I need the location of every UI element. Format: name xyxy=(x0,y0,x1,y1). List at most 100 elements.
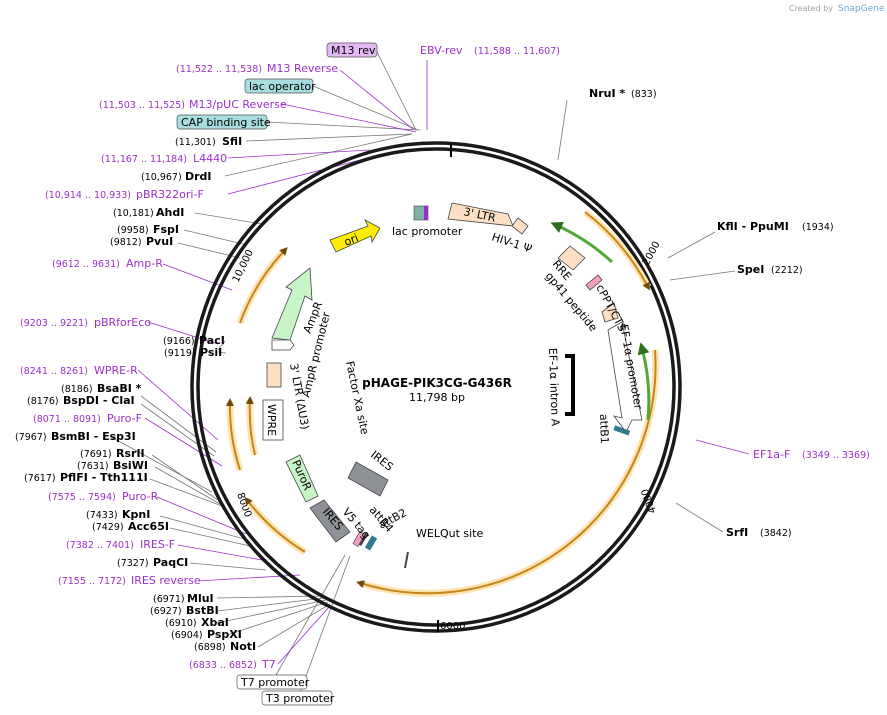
tick-label-10000: 10,000 xyxy=(231,248,256,284)
t7-promoter-box-label: T7 promoter xyxy=(240,676,310,689)
enzyme-pos: (9166) xyxy=(163,336,195,347)
cds-arc-left-c xyxy=(244,496,306,553)
wpre-box xyxy=(262,399,284,441)
ef1a-promoter-shape xyxy=(607,321,643,433)
enzyme-name: BsaBI * xyxy=(97,382,142,395)
ampr-arrow xyxy=(271,267,313,341)
enzyme-pos: (9812) xyxy=(110,237,142,248)
attb1-label: attB1 xyxy=(597,414,611,444)
ef1a-arc-top xyxy=(550,221,614,264)
gp41-label: gp41 peptide xyxy=(543,270,600,335)
primer-pos: (9203 .. 9221) xyxy=(20,318,88,329)
enzyme-pos: (7631) xyxy=(77,461,109,472)
ef1a-intron-label: EF-1α intron A xyxy=(546,348,562,427)
enzyme-name: XbaI xyxy=(201,616,229,629)
snapgene-brand: SnapGene xyxy=(838,4,885,14)
enzyme-name: NotI xyxy=(230,640,256,653)
cds-arc-1 xyxy=(584,211,650,291)
attb1-box xyxy=(613,425,631,436)
enzyme-pos: (833) xyxy=(631,89,657,100)
enzyme-pos: (6910) xyxy=(165,618,197,629)
primer-name: IRES-F xyxy=(140,538,175,551)
hiv-psi-box xyxy=(511,217,529,235)
enzyme-name: PacI xyxy=(199,334,225,347)
boxed-labels: M13 rev lac operator CAP binding site T7… xyxy=(176,42,378,706)
feature-shapes xyxy=(262,202,643,569)
primer-name: M13 Reverse xyxy=(267,62,338,75)
backbone-inner xyxy=(196,147,676,627)
ef1a-arc-right xyxy=(637,342,651,421)
t3-promoter-box-label: T3 promoter xyxy=(265,692,335,705)
enzyme-pos: (7429) xyxy=(92,522,124,533)
enzyme-name: MluI xyxy=(187,592,214,605)
ires-upper-box xyxy=(347,461,389,497)
enzyme-pos: (2212) xyxy=(771,265,803,276)
wpre-label: WPRE xyxy=(265,404,278,436)
ef1a-arcs xyxy=(550,221,651,421)
primer-pos: (9612 .. 9631) xyxy=(52,259,120,270)
enzyme-name: BspDI - ClaI xyxy=(63,394,135,407)
tick-label-2000: 2000 xyxy=(641,240,663,268)
enzyme-pos: (8176) xyxy=(27,396,59,407)
hiv-psi-label: HIV-1 Ψ xyxy=(490,230,534,255)
enzyme-pos: (8186) xyxy=(61,384,93,395)
primer-name: EF1a-F xyxy=(753,448,790,461)
enzyme-name: KflI - PpuMI xyxy=(717,220,789,233)
enzyme-pos: (9958) xyxy=(117,225,149,236)
ires-left-box xyxy=(309,499,351,543)
feature-labels: lac promoter 3' LTR HIV-1 Ψ RRE gp41 pep… xyxy=(265,205,645,541)
enzyme-name: AhdI xyxy=(156,206,184,219)
cds-arcs xyxy=(225,209,659,597)
enzyme-name: SrfI xyxy=(726,526,748,539)
enzyme-pos: (7967) xyxy=(15,432,47,443)
primer-name: pBRforEco xyxy=(94,316,151,329)
lac-promoter-label: lac promoter xyxy=(392,225,463,238)
enzyme-name: DrdI xyxy=(185,170,212,183)
primer-pos: (8241 .. 8261) xyxy=(20,366,88,377)
enzyme-name: PspXI xyxy=(207,628,242,641)
ampr-promoter-arrow xyxy=(271,339,295,351)
primer-pos: (10,914 .. 10,933) xyxy=(45,190,131,201)
enzyme-name: RsrII xyxy=(116,447,145,460)
ires-upper-label: IRES xyxy=(368,448,396,474)
cds-arc-main xyxy=(356,349,657,595)
primer-name: T7 xyxy=(261,658,276,671)
primer-name: EBV-rev xyxy=(420,44,463,57)
ori-arrow xyxy=(329,219,381,253)
cds-arc-left-b xyxy=(245,396,256,456)
m13rev-box-label: M13 rev xyxy=(331,44,376,57)
enzyme-name: KpnI xyxy=(122,508,150,521)
enzyme-name: BstBI xyxy=(186,604,219,617)
enzyme-pos: (11,301) xyxy=(175,137,216,148)
tick-label-6000: 6000 xyxy=(440,621,465,632)
primer-pos: (11,588 .. 11,607) xyxy=(474,46,560,57)
enzyme-name: SpeI xyxy=(737,263,764,276)
enzyme-labels: NruI * (833) KflI - PpuMI (1934) SpeI (2… xyxy=(15,87,834,653)
v5-box xyxy=(358,532,369,547)
enzyme-pos: (6927) xyxy=(150,606,182,617)
lac-op-mark xyxy=(424,206,428,220)
enzyme-pos: (7433) xyxy=(86,510,118,521)
enzyme-name: PaqCI xyxy=(153,556,188,569)
primer-name: Puro-R xyxy=(122,490,159,503)
enzyme-pos: (6904) xyxy=(171,630,203,641)
enzyme-name: FspI xyxy=(153,223,179,236)
cds-arc-left-a xyxy=(225,398,241,471)
primer-name: L4440 xyxy=(193,152,227,165)
backbone-outer xyxy=(190,141,682,633)
enzyme-pos: (6971) xyxy=(153,594,185,605)
enzyme-name: PvuI xyxy=(146,235,173,248)
gp41-box xyxy=(585,274,603,291)
enzyme-name: BsmBI - Esp3I xyxy=(51,430,136,443)
enzyme-name: SfiI xyxy=(222,135,242,148)
enzyme-name: BsiWI xyxy=(113,459,148,472)
welqut-mark xyxy=(404,551,409,569)
primer-name: WPRE-R xyxy=(94,364,138,377)
cppt-box xyxy=(601,302,619,323)
primer-pos: (11,522 .. 11,538) xyxy=(176,64,262,75)
primer-pos: (6833 .. 6852) xyxy=(189,660,257,671)
primer-labels: EBV-rev (11,588 .. 11,607) (11,522 .. 11… xyxy=(20,44,870,671)
primer-name: pBR322ori-F xyxy=(136,188,204,201)
cds-arc-ampr-upper xyxy=(239,247,288,324)
